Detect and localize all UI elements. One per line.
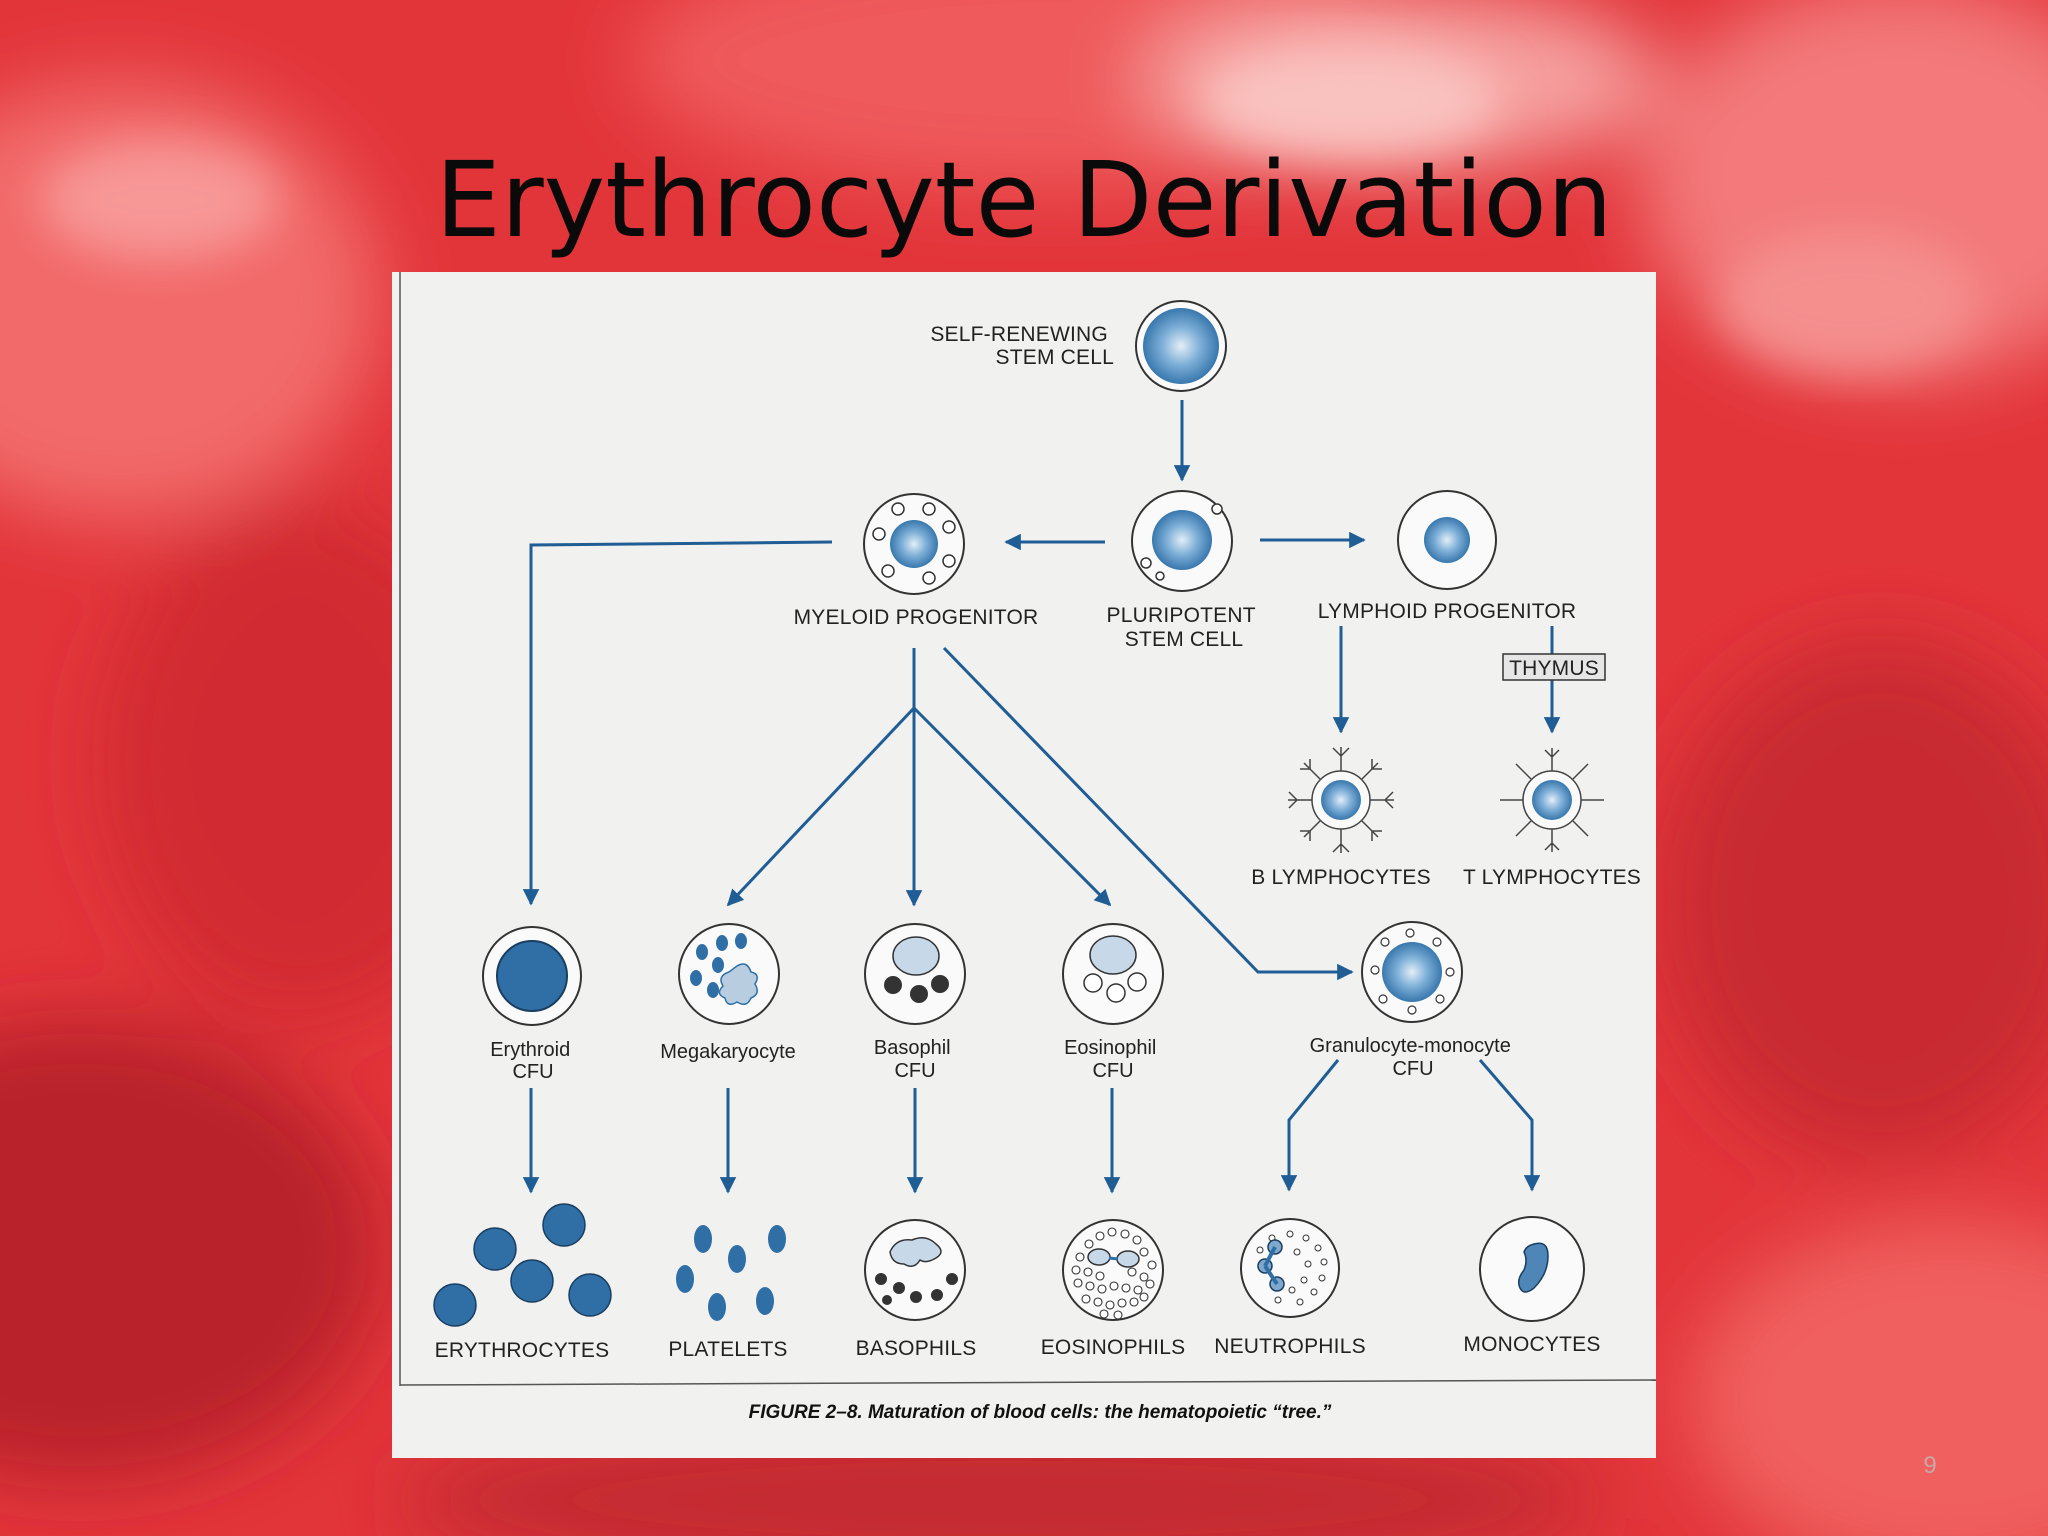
arrow-to-gm-cfu bbox=[942, 646, 1354, 981]
neutrophils-icon bbox=[1240, 1218, 1340, 1318]
figure-bottom-rule bbox=[399, 1379, 1656, 1386]
hematopoiesis-diagram: SELF-RENEWING STEM CELL PLURIPOTENT STEM… bbox=[399, 272, 1656, 1423]
arrow-gm-to-monocytes bbox=[1478, 1059, 1541, 1192]
thymus-label: THYMUS bbox=[1509, 657, 1599, 680]
monocytes-label: MONOCYTES bbox=[1463, 1333, 1600, 1356]
slide-number: 9 bbox=[1923, 1452, 1937, 1479]
eosinophil-cfu-icon bbox=[1062, 923, 1164, 1025]
pluripotent-label: PLURIPOTENT STEM CELL bbox=[1107, 604, 1262, 651]
megakaryocyte-icon bbox=[678, 923, 780, 1025]
b-lymphocytes-label: B LYMPHOCYTES bbox=[1251, 866, 1431, 889]
stem-cell-label: SELF-RENEWING STEM CELL bbox=[930, 323, 1114, 369]
platelets-label: PLATELETS bbox=[668, 1338, 787, 1361]
basophil-cfu-icon bbox=[864, 923, 966, 1025]
arrow-gm-to-neutrophils bbox=[1280, 1059, 1340, 1192]
megakaryocyte-label: Megakaryocyte bbox=[660, 1041, 796, 1063]
erythrocytes-icon bbox=[433, 1203, 612, 1327]
basophil-cfu-label: Basophil CFU bbox=[874, 1037, 956, 1082]
arrows bbox=[522, 400, 1561, 1194]
eosinophil-cfu-label: Eosinophil CFU bbox=[1064, 1037, 1162, 1082]
arrow-to-eosinophil-cfu bbox=[912, 706, 1112, 907]
arrow-myeloid-to-erythroid bbox=[522, 540, 833, 906]
thymus-box bbox=[1502, 653, 1606, 681]
slide-title: Erythrocyte Derivation bbox=[435, 139, 1613, 261]
erythrocytes-label: ERYTHROCYTES bbox=[435, 1339, 610, 1362]
self-renewing-stem-cell-icon bbox=[1135, 300, 1227, 392]
erythroid-cfu-icon bbox=[482, 926, 582, 1026]
lymphoid-progenitor-icon bbox=[1397, 490, 1497, 590]
myeloid-progenitor-label: MYELOID PROGENITOR bbox=[794, 606, 1039, 629]
t-lymphocyte-icon bbox=[1500, 748, 1604, 852]
arrow-to-megakaryocyte bbox=[726, 706, 916, 907]
hematopoietic-tree-figure: SELF-RENEWING STEM CELL PLURIPOTENT STEM… bbox=[392, 272, 1656, 1458]
erythroid-cfu-label: Erythroid CFU bbox=[490, 1039, 576, 1083]
platelets-icon bbox=[676, 1225, 786, 1321]
myeloid-progenitor-icon bbox=[863, 493, 965, 595]
b-lymphocyte-icon bbox=[1288, 747, 1394, 853]
pluripotent-stem-cell-icon bbox=[1131, 490, 1233, 592]
granulocyte-monocyte-cfu-icon bbox=[1361, 921, 1463, 1023]
basophils-label: BASOPHILS bbox=[856, 1337, 977, 1360]
gm-cfu-label: Granulocyte-monocyte CFU bbox=[1310, 1035, 1517, 1080]
eosinophils-label: EOSINOPHILS bbox=[1041, 1336, 1186, 1359]
t-lymphocytes-label: T LYMPHOCYTES bbox=[1463, 866, 1641, 889]
lymphoid-progenitor-label: LYMPHOID PROGENITOR bbox=[1318, 600, 1577, 623]
neutrophils-label: NEUTROPHILS bbox=[1214, 1335, 1366, 1358]
basophils-icon bbox=[864, 1219, 966, 1321]
eosinophils-icon bbox=[1062, 1219, 1164, 1321]
figure-caption: FIGURE 2–8. Maturation of blood cells: t… bbox=[749, 1402, 1332, 1423]
monocytes-icon bbox=[1479, 1216, 1585, 1322]
